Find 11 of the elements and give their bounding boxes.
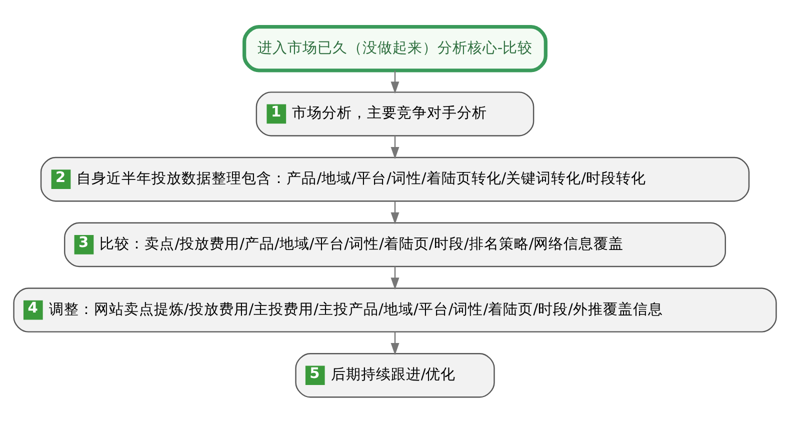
arrow [390,332,400,356]
node-box: 进入市场已久（没做起来）分析核心-比较 [242,25,548,72]
arrow [390,136,400,160]
node-box: 5 后期持续跟进/优化 [295,352,495,398]
arrow [390,266,400,290]
arrow [390,70,400,94]
node-box: 3 比较：卖点/投放费用/产品/地域/平台/词性/着陆页/时段/排名策略/网络信息覆盖 [64,222,726,268]
node-box: 2 自身近半年投放数据整理包含：产品/地域/平台/词性/着陆页转化/关键词转化/时段转化 [40,156,750,202]
arrow [390,201,400,224]
node-box: 4 调整：网站卖点提炼/投放费用/主投费用/主投产品/地域/平台/词性/着陆页/时段/外推覆盖信息 [13,288,777,332]
node-box: 1 市场分析，主要竞争对手分析 [256,92,534,136]
